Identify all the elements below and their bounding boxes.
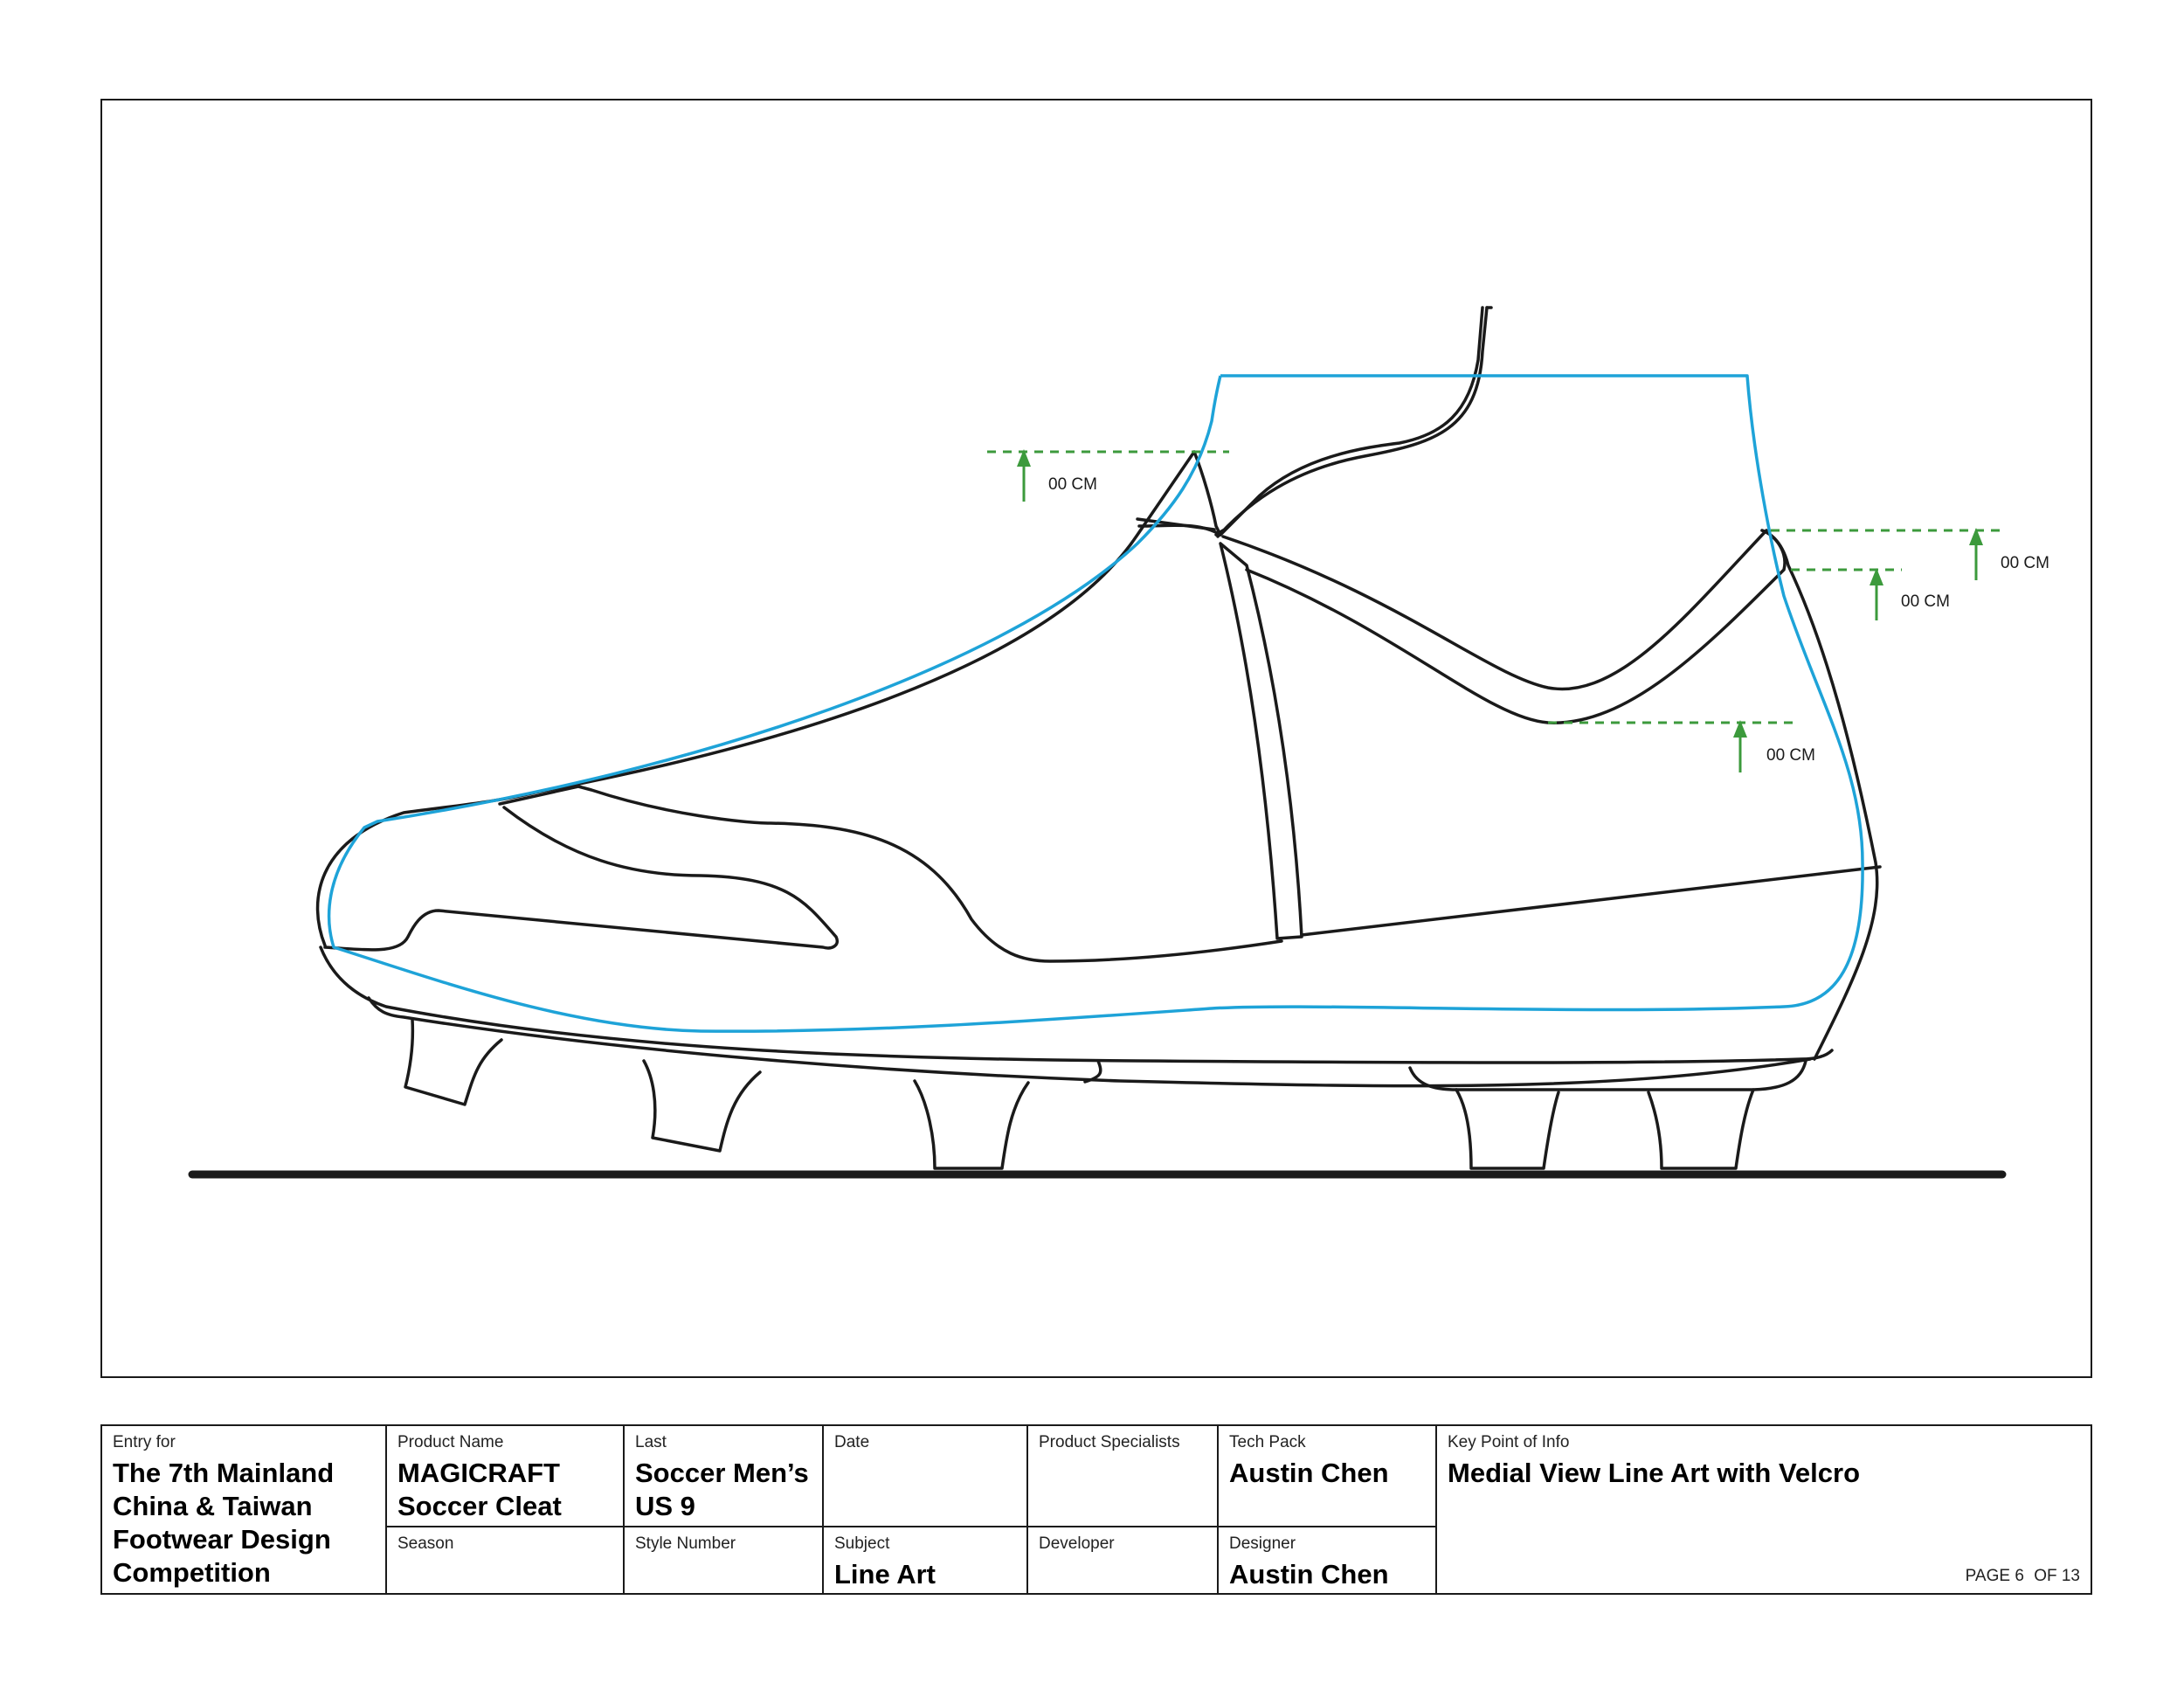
last-cell: Last Soccer Men’s US 9 [625,1426,822,1530]
entry-for-cell: Entry for The 7th Mainland China & Taiwa… [102,1426,385,1596]
style-number-cell: Style Number [625,1527,822,1565]
entry-for-label: Entry for [113,1433,176,1451]
divider [385,1426,387,1593]
key-point-cell: Key Point of Info Medial View Line Art w… [1437,1426,2091,1497]
last-label: Last [635,1433,667,1451]
measure-label-3: 00 CM [1901,592,1950,611]
product-name-value: MAGICRAFT Soccer Cleat [397,1458,562,1521]
divider [1435,1426,1437,1593]
measure-label-2: 00 CM [2001,554,2049,572]
season-label: Season [397,1534,454,1553]
designer-value: Austin Chen [1229,1559,1389,1590]
stud-3 [913,1079,1030,1170]
stud-2 [642,1059,762,1153]
key-point-value: Medial View Line Art with Velcro [1448,1458,1861,1488]
subject-value: Line Art [834,1559,936,1590]
subject-cell: Subject Line Art [824,1527,1026,1598]
vamp-line [1300,865,1882,937]
divider [385,1526,1435,1527]
toe-overlay [323,785,1283,963]
page-number: PAGE 6 [1965,1567,2024,1585]
season-cell: Season [387,1527,623,1565]
page-indicator: PAGE 6 OF 13 [1960,1567,2080,1586]
stud-6 [1408,1059,1807,1091]
divider [623,1426,625,1593]
velcro-strap [1221,529,1787,724]
last-value: Soccer Men’s US 9 [635,1458,809,1521]
date-cell: Date [824,1426,1026,1464]
measure-label-1: 00 CM [1048,475,1097,494]
measure-markers [987,449,2002,772]
measure-label-4: 00 CM [1766,746,1815,765]
designer-label: Designer [1229,1534,1296,1553]
divider [822,1426,824,1593]
upper-outline [315,306,1879,1061]
eyestay-strip [1219,542,1303,940]
product-specialists-label: Product Specialists [1039,1433,1180,1451]
style-number-label: Style Number [635,1534,736,1553]
lace-loop [1137,306,1489,538]
product-name-label: Product Name [397,1433,504,1451]
developer-cell: Developer [1028,1527,1217,1565]
stud-1 [404,1018,503,1106]
designer-cell: Designer Austin Chen [1219,1527,1435,1598]
last-outline [327,374,1864,1033]
tech-pack-label: Tech Pack [1229,1433,1306,1451]
divider [1026,1426,1028,1593]
developer-label: Developer [1039,1534,1115,1553]
tech-pack-cell: Tech Pack Austin Chen [1219,1426,1435,1497]
date-label: Date [834,1433,870,1451]
key-point-label: Key Point of Info [1448,1433,1570,1451]
upper-seam [1136,517,1216,531]
tech-pack-value: Austin Chen [1229,1458,1389,1488]
divider [1217,1426,1219,1593]
product-specialists-cell: Product Specialists [1028,1426,1217,1464]
subject-label: Subject [834,1534,890,1553]
stud-4 [1455,1088,1560,1170]
title-block: Entry for The 7th Mainland China & Taiwa… [100,1424,2092,1595]
entry-for-value: The 7th Mainland China & Taiwan Footwear… [113,1458,335,1588]
stud-5 [1647,1088,1755,1170]
product-name-cell: Product Name MAGICRAFT Soccer Cleat [387,1426,623,1530]
page-total: OF 13 [2034,1567,2080,1585]
stud-7 [1083,1059,1102,1084]
drawing-frame: 00 CM 00 CM 00 CM 00 CM [100,99,2092,1378]
